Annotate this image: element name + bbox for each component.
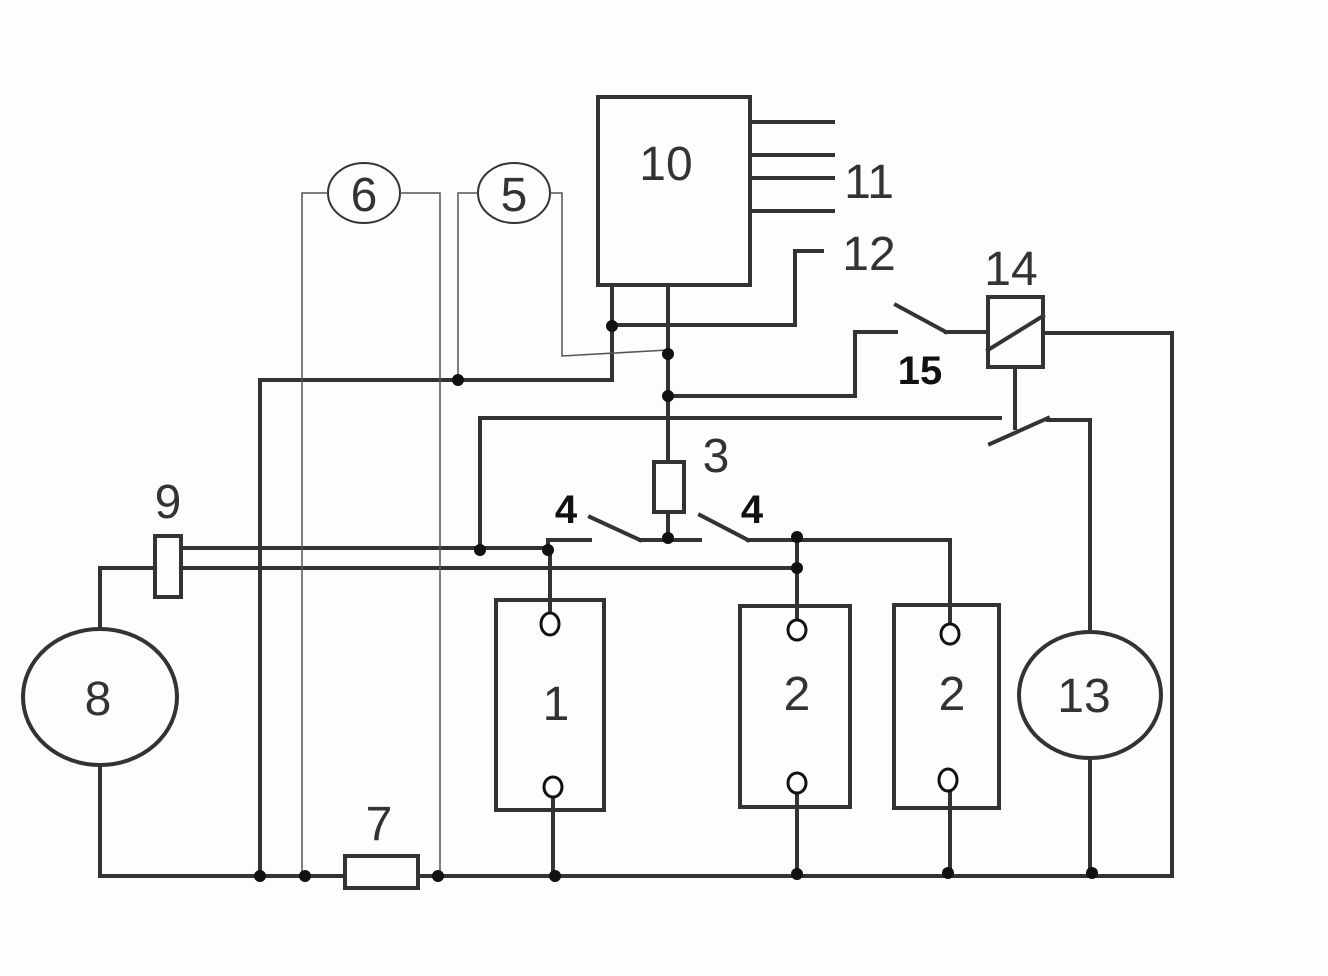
motor-13-label: 13 — [1057, 670, 1110, 723]
relay-contact — [478, 415, 1092, 634]
meter-6-label: 6 — [351, 169, 378, 222]
battery-2b — [892, 603, 1001, 878]
relay-14 — [985, 295, 1174, 430]
switch-15-label: 15 — [898, 349, 943, 393]
meter-6 — [301, 162, 441, 876]
component-9 — [153, 534, 799, 599]
battery-1 — [494, 546, 606, 878]
generator-8 — [21, 566, 179, 767]
fuse-3-label: 3 — [703, 430, 730, 483]
controller-10-label: 10 — [639, 138, 692, 191]
component-9-label: 9 — [155, 476, 182, 529]
battery-2a-label: 2 — [784, 668, 811, 721]
switch-4-left-label: 4 — [555, 488, 578, 532]
motor-13 — [1017, 630, 1163, 878]
outputs-11-label: 11 — [844, 156, 894, 209]
generator-8-label: 8 — [85, 673, 112, 726]
battery-1-label: 1 — [543, 678, 570, 731]
switch-4-right-label: 4 — [741, 488, 764, 532]
meter-5 — [457, 162, 669, 380]
relay-14-label: 14 — [984, 243, 1037, 296]
shunt-7 — [343, 854, 420, 890]
meter-5-label: 5 — [501, 169, 528, 222]
switch-4-right — [666, 512, 952, 607]
switch-15 — [893, 302, 990, 335]
controller-10 — [596, 95, 898, 464]
battery-2a — [738, 538, 852, 878]
output-12-label: 12 — [842, 228, 895, 281]
shunt-7-label: 7 — [366, 798, 393, 851]
fuse-3 — [652, 460, 686, 542]
battery-2b-label: 2 — [939, 668, 966, 721]
junction-nodes — [254, 320, 1098, 882]
